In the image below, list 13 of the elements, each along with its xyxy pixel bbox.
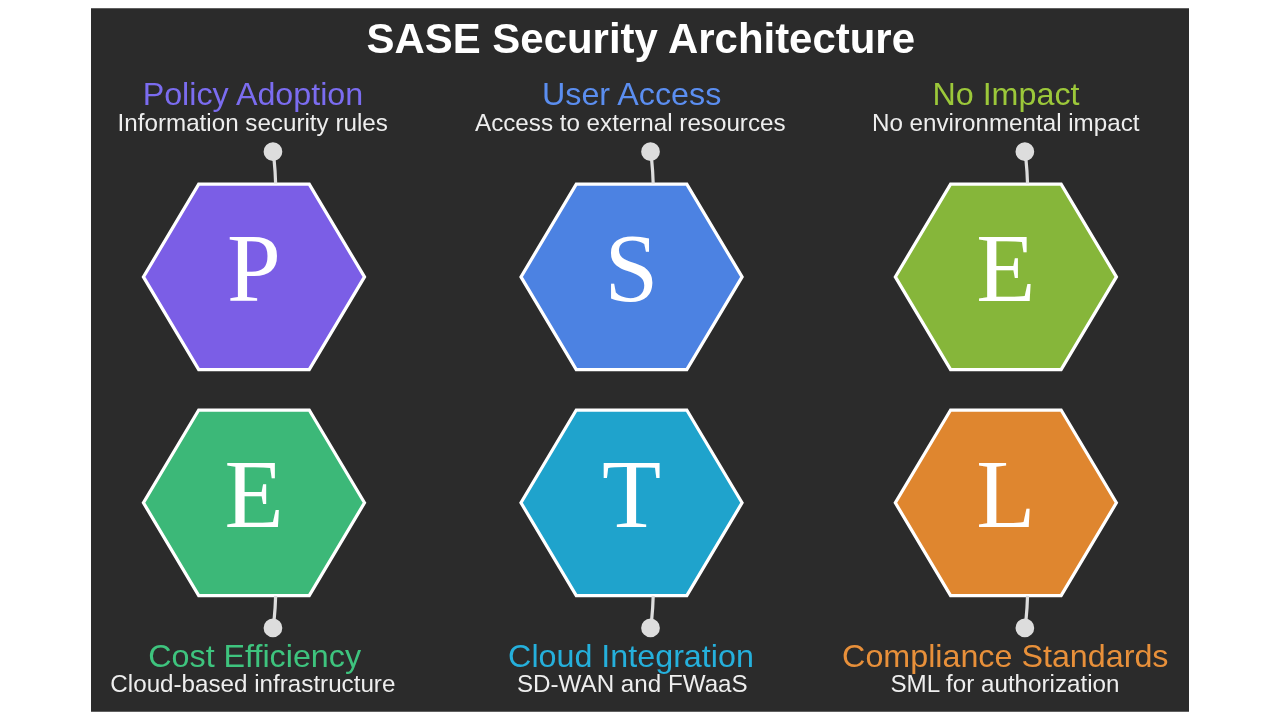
diagram-title: SASE Security Architecture [366,15,915,63]
node-text: Compliance Standards SML for authorization [842,637,1169,698]
node-text: Cloud Integration SD-WAN and FWaaS [508,637,754,698]
connector [1015,595,1035,638]
connector [263,142,283,184]
node-text: User Access Access to external resources [475,76,786,136]
connector [1015,142,1035,184]
connector [641,142,660,184]
node-text: No Impact No environmental impact [871,76,1140,136]
node-text: Policy Adoption Information security rules [117,76,388,136]
connector [641,595,660,638]
node-text: Cost Efficiency Cloud-based infrastructure [110,637,396,698]
connector [263,595,283,638]
